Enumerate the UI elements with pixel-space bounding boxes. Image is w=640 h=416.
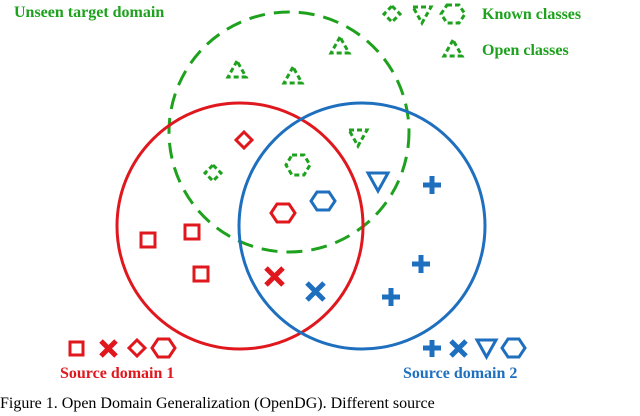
legend-hexagon-icon (500, 337, 527, 359)
legend-cross-x-icon (449, 339, 468, 358)
legend-cross-x-icon (99, 339, 118, 358)
source1-square-icon (139, 231, 157, 249)
source2-hexagon-icon (309, 190, 337, 212)
source-domain-1-circle (115, 101, 365, 351)
source-domain-2-circle (237, 101, 487, 351)
legend-triangle-up-icon (441, 36, 465, 58)
source2-plus-icon (423, 176, 441, 194)
source1-square-icon (192, 265, 210, 283)
source2-plus-icon (382, 288, 400, 306)
target-domain-circle (167, 10, 411, 254)
source-domain-1-label: Source domain 1 (60, 365, 175, 382)
legend-hexagon-icon (150, 337, 177, 359)
source2-plus-icon (412, 255, 430, 273)
source-domain-2-label: Source domain 2 (403, 365, 518, 382)
source1-diamond-icon (233, 129, 255, 151)
legend-hexagon-icon (439, 3, 467, 25)
open-class-triangle-icon (225, 57, 249, 79)
legend-diamond-icon (381, 3, 403, 25)
figure-caption: Figure 1. Open Domain Generalization (Op… (0, 395, 435, 412)
source1-hexagon-icon (269, 202, 297, 224)
legend-diamond-icon (126, 337, 148, 359)
legend-triangle-down-icon (474, 338, 499, 361)
source2-cross-x-icon (305, 281, 326, 302)
legend-triangle-down-icon (410, 5, 434, 27)
source1-square-icon (183, 223, 201, 241)
legend-plus-icon (423, 340, 441, 357)
legend-square-icon (68, 340, 85, 357)
target-domain-label: Unseen target domain (14, 4, 165, 21)
known-class-hexagon-icon (284, 153, 312, 177)
open-class-triangle-icon (328, 33, 352, 55)
known-class-triangle-down-icon (346, 128, 370, 150)
known-classes-label: Known classes (482, 6, 582, 23)
known-class-diamond-icon (202, 162, 224, 184)
source1-cross-x-icon (264, 266, 285, 287)
source2-triangle-down-icon (365, 171, 391, 195)
open-classes-label: Open classes (482, 42, 569, 59)
open-class-triangle-icon (281, 63, 305, 85)
